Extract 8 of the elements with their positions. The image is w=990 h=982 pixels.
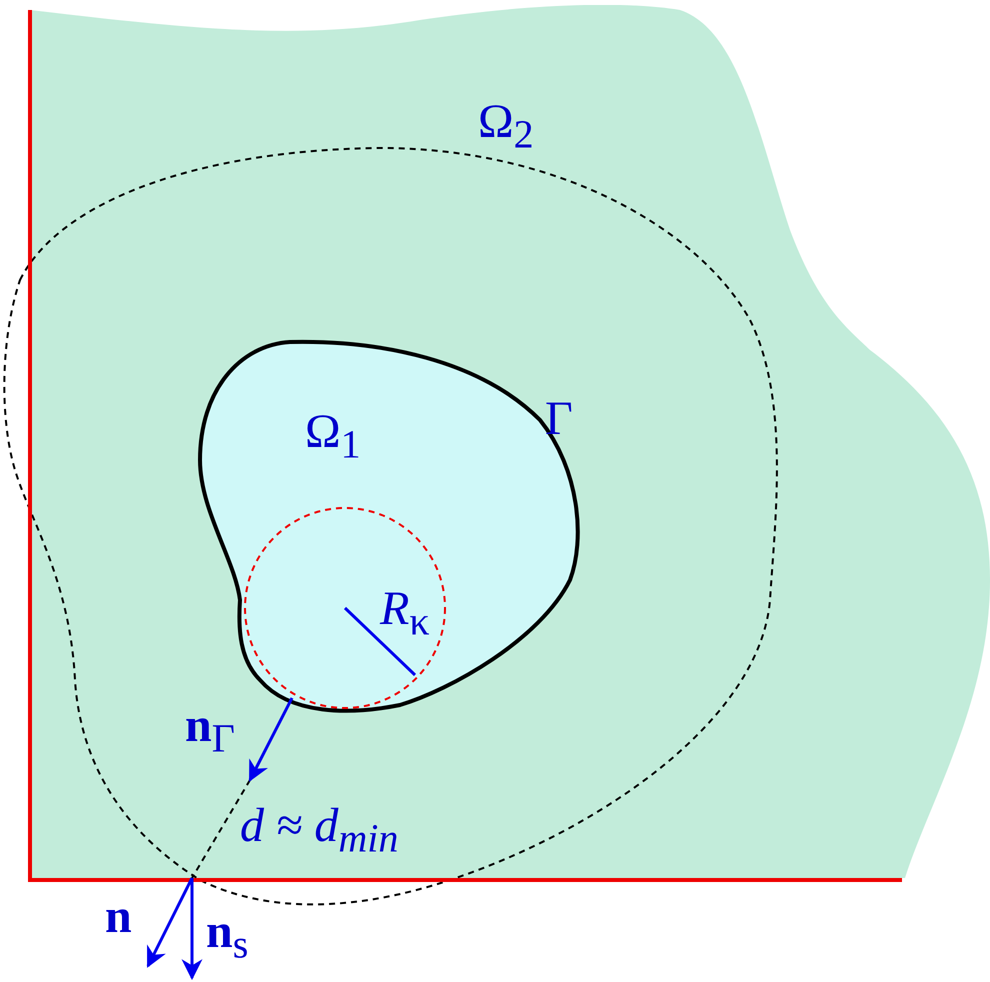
region-label: Ω$_{1}$	[305, 408, 361, 465]
math-label: Γ	[545, 395, 573, 443]
region-label: Ω$_{2}$	[478, 98, 534, 155]
math-label: R$_{κ}$	[380, 585, 430, 642]
math-label: n$_{s}$	[206, 908, 248, 965]
math-label: n$_{Γ}$	[185, 702, 235, 759]
math-label: d ≈ d$_{min}$	[240, 802, 398, 859]
math-label: n	[105, 893, 132, 941]
